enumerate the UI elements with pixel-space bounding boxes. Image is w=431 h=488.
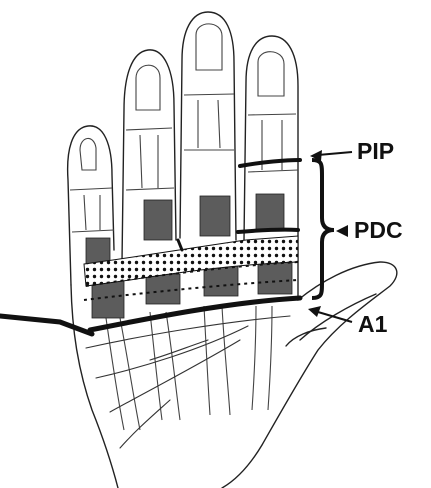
pip-line (240, 160, 300, 166)
a1-label: A1 (358, 313, 387, 336)
pip-label: PIP (357, 140, 394, 163)
incision-line (0, 316, 92, 334)
palm-creases (86, 316, 290, 448)
pdc-label: PDC (354, 219, 403, 242)
pdc-line (238, 230, 298, 232)
